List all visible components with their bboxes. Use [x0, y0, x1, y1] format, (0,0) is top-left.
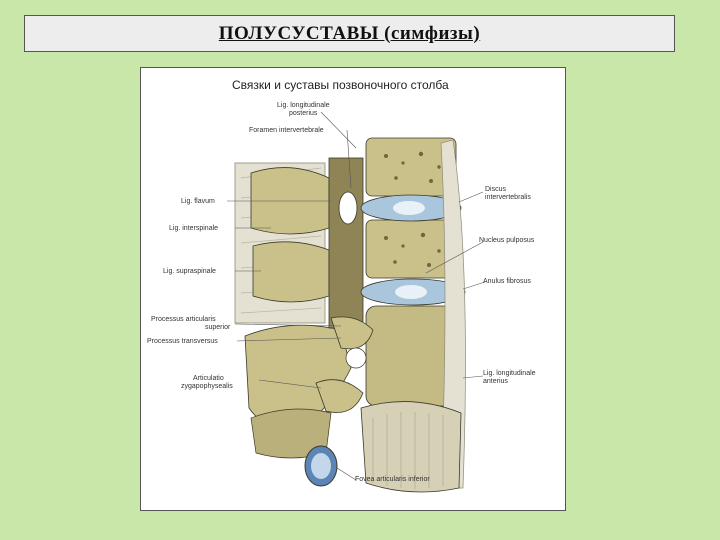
- intervertebral-foramen: [338, 191, 358, 225]
- label-lig-longitudinale-anterius-1: Lig. longitudinale: [483, 370, 536, 377]
- leader-lines: [227, 111, 486, 481]
- label-lig-longitudinale-posterius-2: posterius: [289, 110, 318, 117]
- lower-vertebral-body: [360, 401, 462, 493]
- spine-illustration: [227, 111, 486, 493]
- spinous-process-middle: [252, 241, 330, 303]
- label-discus-intervertebralis-2: intervertebralis: [485, 194, 531, 201]
- label-anulus-fibrosus: Anulus fibrosus: [483, 278, 531, 285]
- label-lig-longitudinale-posterius-1: Lig. longitudinale: [277, 102, 330, 109]
- label-discus-1: Discus: [485, 186, 507, 193]
- label-foramen-intervertebrale: Foramen intervertebrale: [249, 127, 324, 134]
- label-lig-longitudinale-anterius-2: anterius: [483, 378, 508, 385]
- label-lig-interspinale: Lig. interspinale: [169, 225, 219, 232]
- label-lig-flavum: Lig. flavum: [181, 198, 215, 205]
- nucleus-pulposus-upper: [393, 201, 425, 215]
- lamina-lower: [250, 408, 332, 459]
- lig-flavum-column: [328, 157, 364, 329]
- zygapophyseal-joint: [315, 379, 364, 413]
- vertebral-body-2: [365, 219, 457, 279]
- label-processus-transversus: Processus transversus: [147, 338, 218, 345]
- label-fovea-articularis-inferior: Fovea articularis inferior: [355, 476, 430, 483]
- figure-panel: Связки и суставы позвоночного столба: [140, 67, 566, 511]
- figure-heading: Связки и суставы позвоночного столба: [232, 78, 449, 92]
- title-box: ПОЛУСУСТАВЫ (симфизы): [24, 15, 675, 52]
- label-articulatio-zygapophysealis-2: zygapophysealis: [181, 383, 233, 390]
- lower-body-fibers: [372, 412, 444, 489]
- nucleus-pulposus-lower: [395, 285, 427, 299]
- label-nucleus-pulposus: Nucleus pulposus: [479, 237, 535, 244]
- label-processus-articularis-superior-2: superior: [205, 324, 231, 331]
- label-articulatio-1: Articulatio: [193, 375, 224, 382]
- slide-title: ПОЛУСУСТАВЫ (симфизы): [218, 22, 481, 44]
- spongy-texture: [384, 151, 441, 267]
- label-processus-articularis-superior-1: Processus articularis: [151, 316, 216, 323]
- label-lig-supraspinale: Lig. supraspinale: [163, 268, 216, 275]
- articular-process-superior: [330, 316, 374, 350]
- fovea-inner: [311, 453, 331, 479]
- joint-hole: [345, 347, 367, 369]
